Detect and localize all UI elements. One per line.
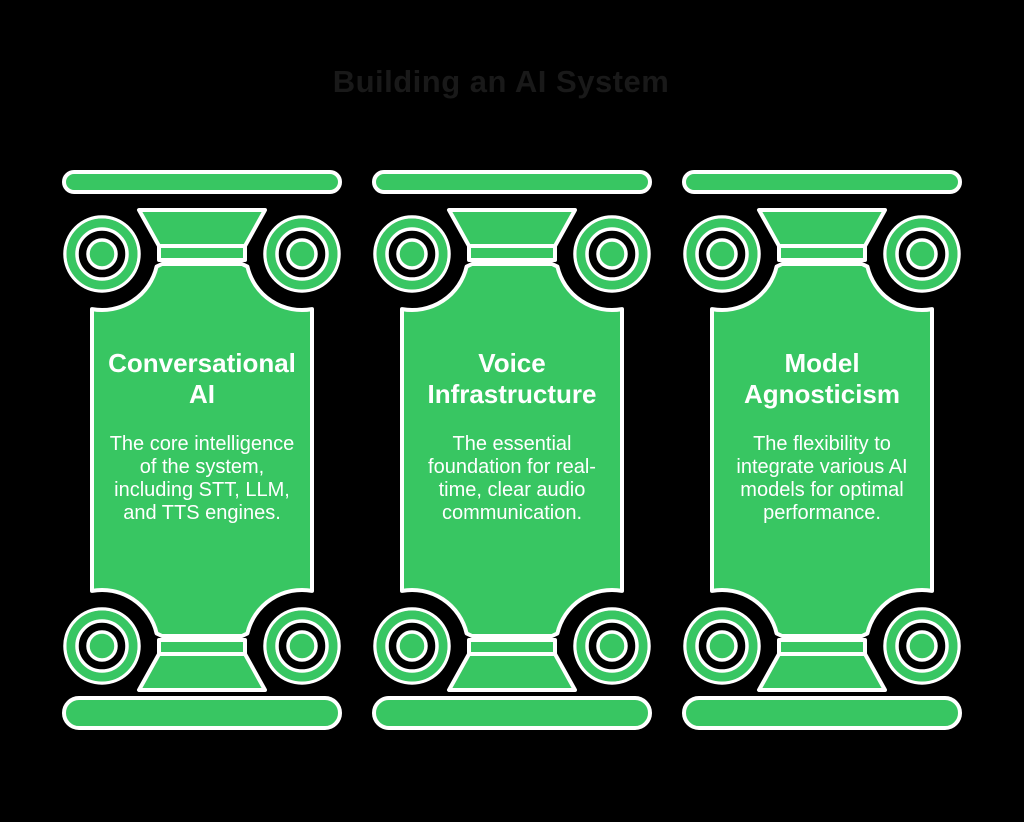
pillar-body-line: The essential — [452, 433, 572, 455]
pillar-text: Conversational AI The core intelligence … — [62, 170, 342, 730]
page-title: Building an AI System — [332, 64, 670, 99]
pillar-body-line: including STT, LLM, — [114, 479, 290, 501]
pillar-text: Voice Infrastructure The essential found… — [372, 170, 652, 730]
pillar-heading: Conversational AI — [96, 348, 308, 410]
pillar-body: The essential foundation for real- time,… — [406, 433, 618, 525]
pillar-body-line: communication. — [441, 502, 583, 524]
pillar-body-line: and TTS engines. — [123, 502, 281, 524]
pillar-heading-line: Conversational — [108, 348, 296, 378]
pillar-body-line: The flexibility to — [753, 433, 891, 455]
pillar-voice-infrastructure: Voice Infrastructure The essential found… — [372, 170, 652, 730]
pillar-heading-line: Model — [784, 348, 860, 378]
pillar-heading-line: AI — [189, 379, 215, 409]
pillar-body-line: The core intelligence — [109, 433, 295, 455]
pillar-body-line: foundation for real- — [428, 456, 596, 478]
pillar-heading: Voice Infrastructure — [406, 348, 618, 410]
pillar-conversational-ai: Conversational AI The core intelligence … — [62, 170, 342, 730]
pillar-body: The flexibility to integrate various AI … — [716, 433, 928, 525]
pillar-body-line: models for optimal — [740, 479, 904, 501]
pillars-row: Conversational AI The core intelligence … — [62, 170, 962, 730]
pillar-body-line: integrate various AI — [736, 456, 908, 478]
pillar-model-agnosticism: Model Agnosticism The flexibility to int… — [682, 170, 962, 730]
pillar-text: Model Agnosticism The flexibility to int… — [682, 170, 962, 730]
pillar-body-line: time, clear audio — [438, 479, 586, 501]
pillar-heading-line: Voice — [478, 348, 546, 378]
pillar-heading-line: Infrastructure — [427, 379, 597, 409]
pillar-heading: Model Agnosticism — [716, 348, 928, 410]
pillar-heading-line: Agnosticism — [743, 379, 901, 409]
pillar-body: The core intelligence of the system, inc… — [96, 433, 308, 525]
pillar-body-line: of the system, — [139, 456, 265, 478]
pillar-body-line: performance. — [763, 502, 881, 524]
